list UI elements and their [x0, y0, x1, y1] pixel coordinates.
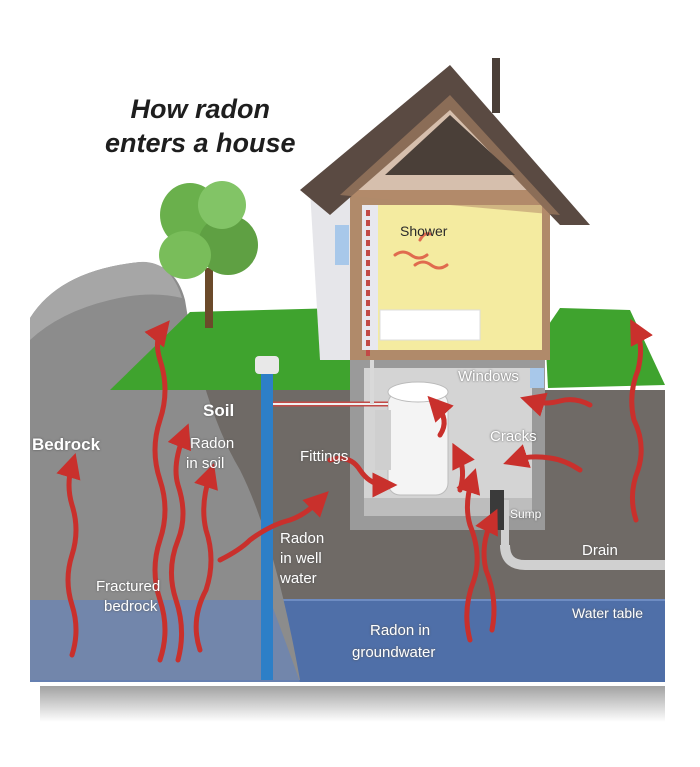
ground-shadow [40, 686, 665, 722]
label-water-table: Water table [572, 605, 644, 621]
label-drain: Drain [582, 542, 618, 559]
bedrock-top [30, 261, 182, 340]
label-fittings: Fittings [300, 448, 349, 465]
label-radon-well-1: Radon [280, 530, 325, 547]
diagram-title: How radon enters a house [105, 92, 296, 160]
label-groundwater-2: groundwater [352, 644, 436, 661]
house-window [335, 225, 349, 265]
drain-pipe [500, 544, 665, 570]
pressure-tank [375, 410, 391, 470]
label-fractured-2: bedrock [104, 598, 158, 615]
label-soil: Soil [203, 401, 235, 420]
radon-flow-arrows [56, 318, 653, 663]
label-shower: Shower [400, 223, 448, 239]
basement-window [530, 368, 544, 388]
label-radon-in-soil-1: Radon [190, 435, 235, 452]
tree-trunk [205, 268, 213, 328]
well-cap [255, 356, 279, 374]
label-cracks: Cracks [490, 428, 537, 445]
chimney-pipe [492, 58, 500, 113]
label-fractured-1: Fractured [96, 578, 161, 595]
label-sump: Sump [510, 507, 542, 521]
grass-right [545, 308, 665, 388]
bathtub [379, 309, 481, 341]
label-radon-well-2: in well [280, 550, 322, 567]
label-windows: Windows [458, 368, 519, 385]
radon-in-house [393, 232, 449, 270]
roof [300, 65, 590, 225]
bedrock-layer [30, 262, 300, 680]
title-line-1: How radon [130, 94, 271, 124]
label-bedrock: Bedrock [32, 435, 101, 454]
label-groundwater-1: Radon in [370, 622, 431, 639]
title-line-2: enters a house [105, 128, 296, 158]
label-radon-in-soil-2: in soil [186, 455, 225, 472]
label-radon-well-3: water [280, 570, 317, 587]
well-pipe [261, 370, 273, 680]
attic [385, 115, 515, 175]
